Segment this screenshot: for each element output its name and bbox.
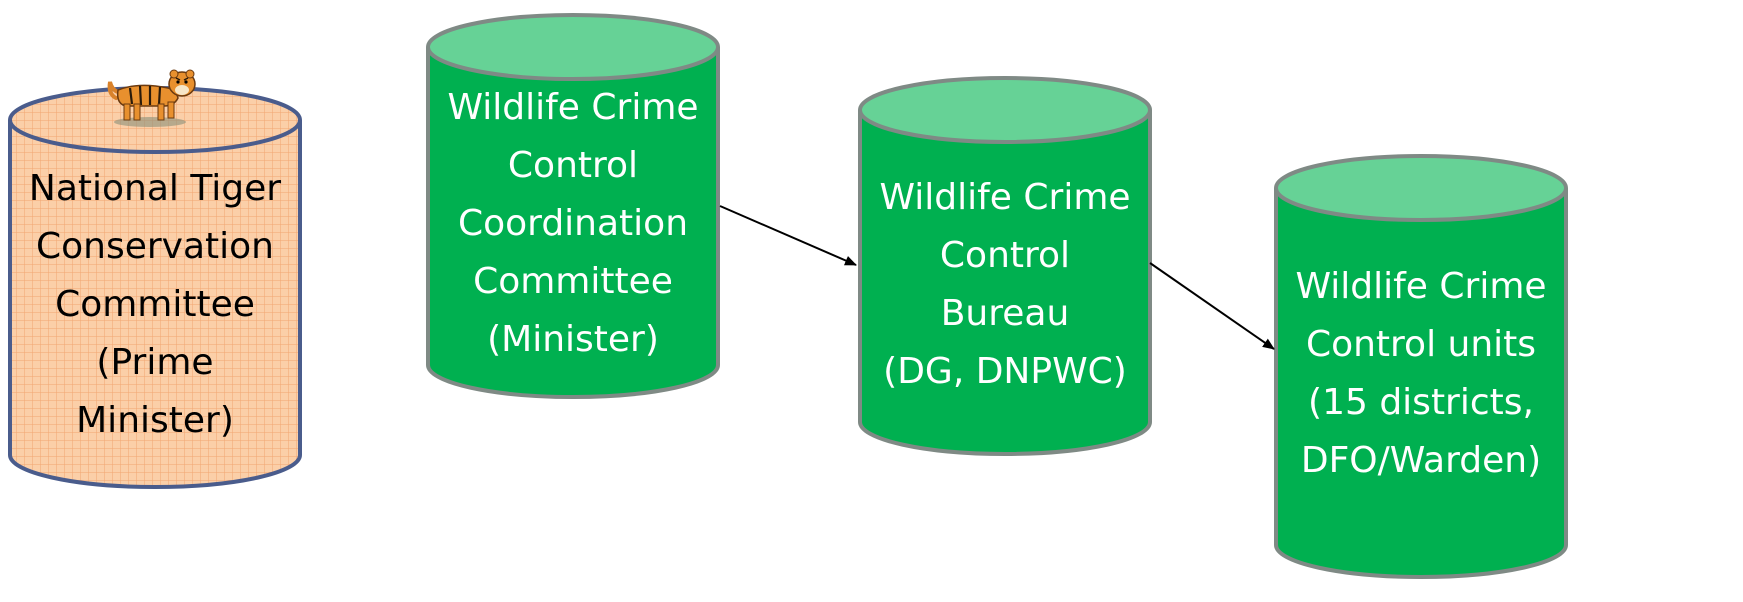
node-label-line: Coordination bbox=[457, 203, 689, 244]
node-label-line: Control units bbox=[1305, 324, 1537, 365]
node-label-line: DFO/Warden) bbox=[1300, 440, 1542, 481]
node-label-coordination-committee: Wildlife Crime Control Coordination Comm… bbox=[428, 87, 718, 360]
node-label-line: Wildlife Crime bbox=[879, 177, 1131, 218]
cylinder-coordination-committee bbox=[426, 13, 720, 399]
node-label-line: Conservation bbox=[35, 226, 274, 267]
node-label-line: Minister) bbox=[76, 400, 234, 441]
tiger-icon bbox=[107, 69, 196, 127]
node-label-line: (Prime bbox=[96, 342, 214, 383]
node-label-line: Committee bbox=[473, 261, 673, 302]
node-label-line: Wildlife Crime bbox=[1295, 266, 1547, 307]
node-label-control-bureau: Wildlife Crime Control Bureau (DG, DNPWC… bbox=[860, 170, 1150, 400]
node-label-line: Wildlife Crime bbox=[447, 87, 699, 128]
node-label-line: (Minister) bbox=[487, 319, 659, 360]
node-label-line: Committee bbox=[55, 284, 255, 325]
arrow-bureau-to-units bbox=[1149, 262, 1275, 350]
node-label-line: (15 districts, bbox=[1308, 382, 1534, 423]
cylinder-control-units bbox=[1274, 154, 1568, 579]
node-label-line: Control bbox=[939, 235, 1071, 276]
node-label-line: Control bbox=[507, 145, 639, 186]
node-label-line: National Tiger bbox=[28, 168, 282, 209]
cylinder-control-bureau bbox=[858, 76, 1152, 456]
node-label-line: (DG, DNPWC) bbox=[883, 351, 1127, 392]
node-label-control-units: Wildlife Crime Control units (15 distric… bbox=[1276, 254, 1566, 494]
node-label-national-tiger-conservation-committee: National Tiger Conservation Committee (P… bbox=[10, 157, 300, 453]
arrow-coordination-to-bureau bbox=[719, 205, 857, 266]
node-label-line: Bureau bbox=[940, 293, 1070, 334]
